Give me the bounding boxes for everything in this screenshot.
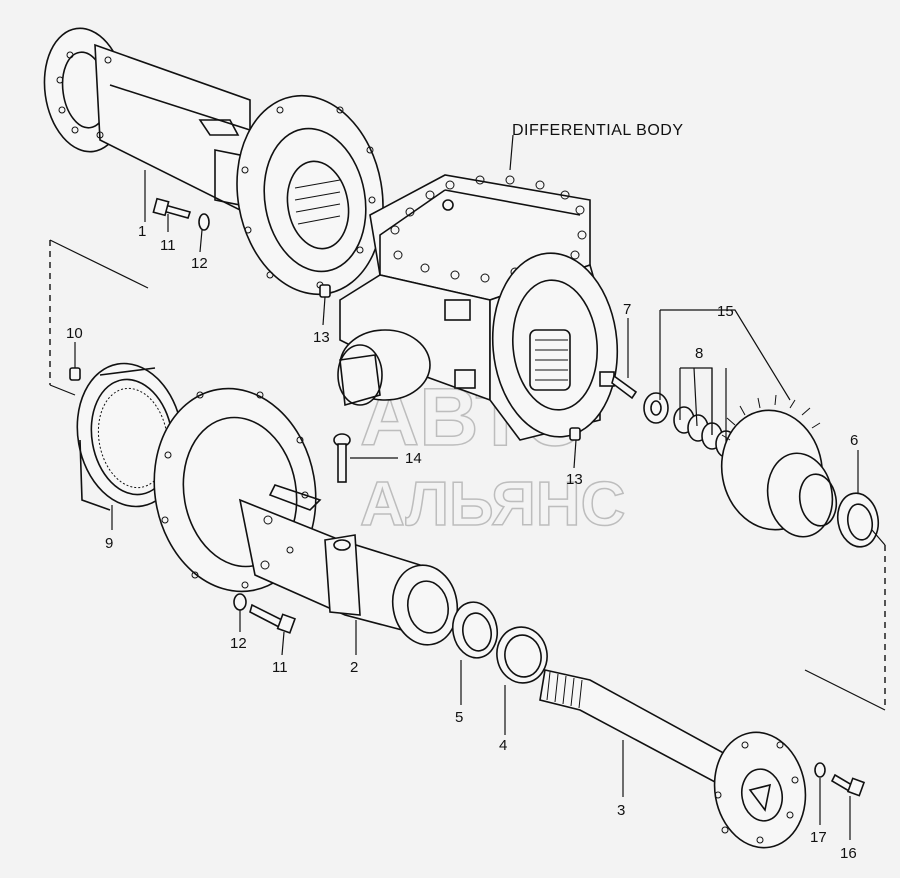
- callout-15: 15: [717, 303, 734, 320]
- seal-5: [451, 601, 499, 659]
- bolt-16: [830, 773, 866, 797]
- callout-17: 17: [810, 829, 827, 846]
- axle-shaft: [539, 669, 807, 849]
- leader-lines: [49, 134, 886, 840]
- callout-2: 2: [350, 659, 358, 676]
- washer-upper: [198, 213, 210, 231]
- callout-11-upper: 11: [160, 237, 176, 254]
- callout-7: 7: [623, 301, 631, 318]
- thrust-washer-7a: [643, 392, 669, 424]
- callout-13-lower: 13: [566, 471, 583, 488]
- callout-9: 9: [105, 535, 113, 552]
- pin-10: [69, 367, 81, 381]
- dowel-pin-upper: [319, 284, 331, 298]
- washer-17: [814, 762, 826, 778]
- callout-1: 1: [138, 223, 146, 240]
- dowel-pin-lower: [569, 427, 581, 441]
- ring-4: [496, 626, 548, 684]
- callout-labels: 1 11 12 10 13 7 15 8 14 13 6 9 12 11 2 5…: [66, 223, 858, 862]
- callout-12-upper: 12: [191, 255, 208, 272]
- callout-13-upper: 13: [313, 329, 330, 346]
- callout-5: 5: [455, 709, 463, 726]
- differential-carrier: [720, 394, 838, 538]
- bolt-lower: [249, 603, 296, 634]
- bolt-7: [599, 371, 638, 400]
- callout-11-lower: 11: [272, 659, 288, 676]
- bearing-6: [836, 492, 880, 548]
- stud-14: [333, 433, 351, 551]
- callout-16: 16: [840, 845, 857, 862]
- diagram-title: DIFFERENTIAL BODY: [512, 122, 683, 139]
- callout-8: 8: [695, 345, 703, 362]
- watermark-line2: АЛЬЯНС: [360, 470, 625, 539]
- callout-3: 3: [617, 802, 625, 819]
- washer-lower: [233, 593, 247, 611]
- bolt-upper: [152, 197, 192, 219]
- axle-housing-lower: [153, 387, 459, 646]
- axle-housing-upper: [43, 27, 384, 296]
- callout-10: 10: [66, 325, 83, 342]
- callout-6: 6: [850, 432, 858, 449]
- callout-12-lower: 12: [230, 635, 247, 652]
- differential-body: [337, 174, 619, 441]
- callout-14: 14: [405, 450, 422, 467]
- callout-4: 4: [499, 737, 507, 754]
